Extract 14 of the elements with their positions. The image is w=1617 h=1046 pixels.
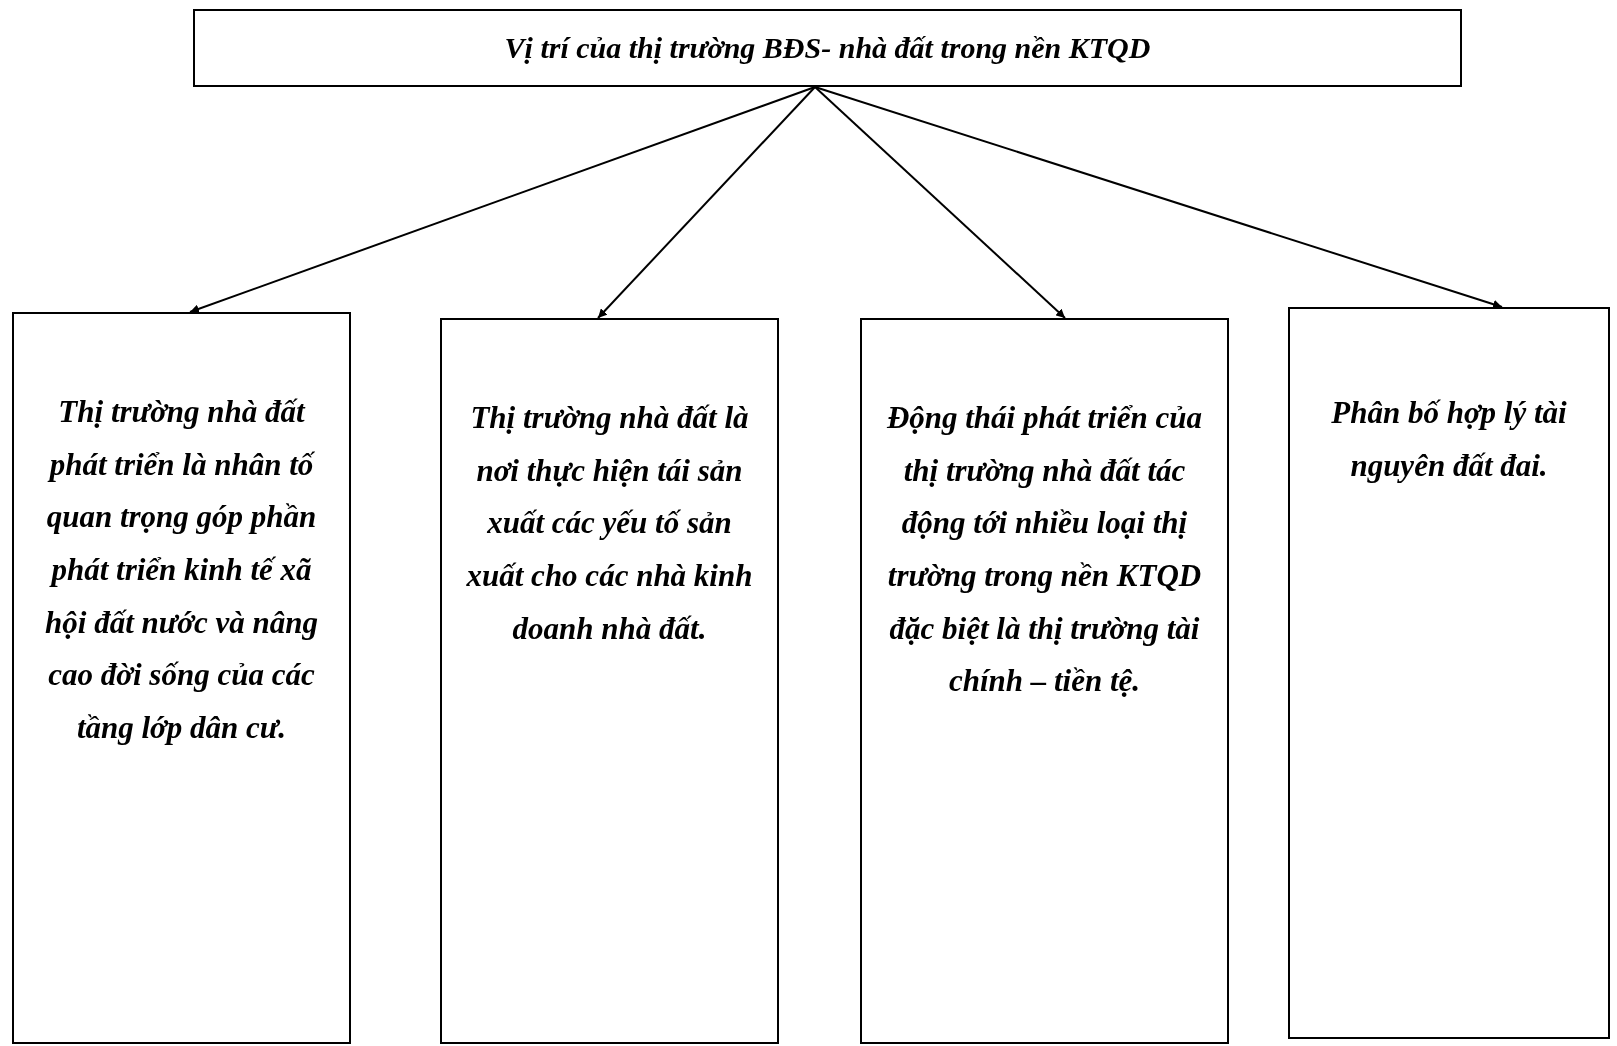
arrow bbox=[189, 86, 816, 314]
title-box bbox=[193, 9, 1462, 87]
description-text: Động thái phát triển của thị trường nhà đất tác động tới nhiều loại thị trường trong nền KTQD đặc biệt là thị trường tài chính – tiền tệ. bbox=[886, 400, 1203, 699]
text-box bbox=[1288, 307, 1610, 1039]
description-text: Phân bố hợp lý tài nguyên đất đai. bbox=[1331, 395, 1567, 483]
description-text: Thị trường nhà đất là nơi thực hiện tái sản xuất các yếu tố sản xuất cho các nhà kinh doanh nhà đất. bbox=[466, 400, 753, 646]
text-box bbox=[12, 312, 351, 1044]
title: Vị trí của thị trường BĐS- nhà đất trong nền KTQD bbox=[504, 31, 1151, 65]
arrow bbox=[814, 86, 1066, 319]
arrow bbox=[597, 86, 816, 319]
description-text: Thị trường nhà đất phát triển là nhân tố quan trọng góp phần phát triển kinh tế xã hội đất nước và nâng cao đời sống của các tầng lớp dân cư. bbox=[45, 394, 318, 746]
arrow bbox=[814, 86, 1503, 309]
text-box bbox=[860, 318, 1229, 1044]
text-box bbox=[440, 318, 779, 1044]
